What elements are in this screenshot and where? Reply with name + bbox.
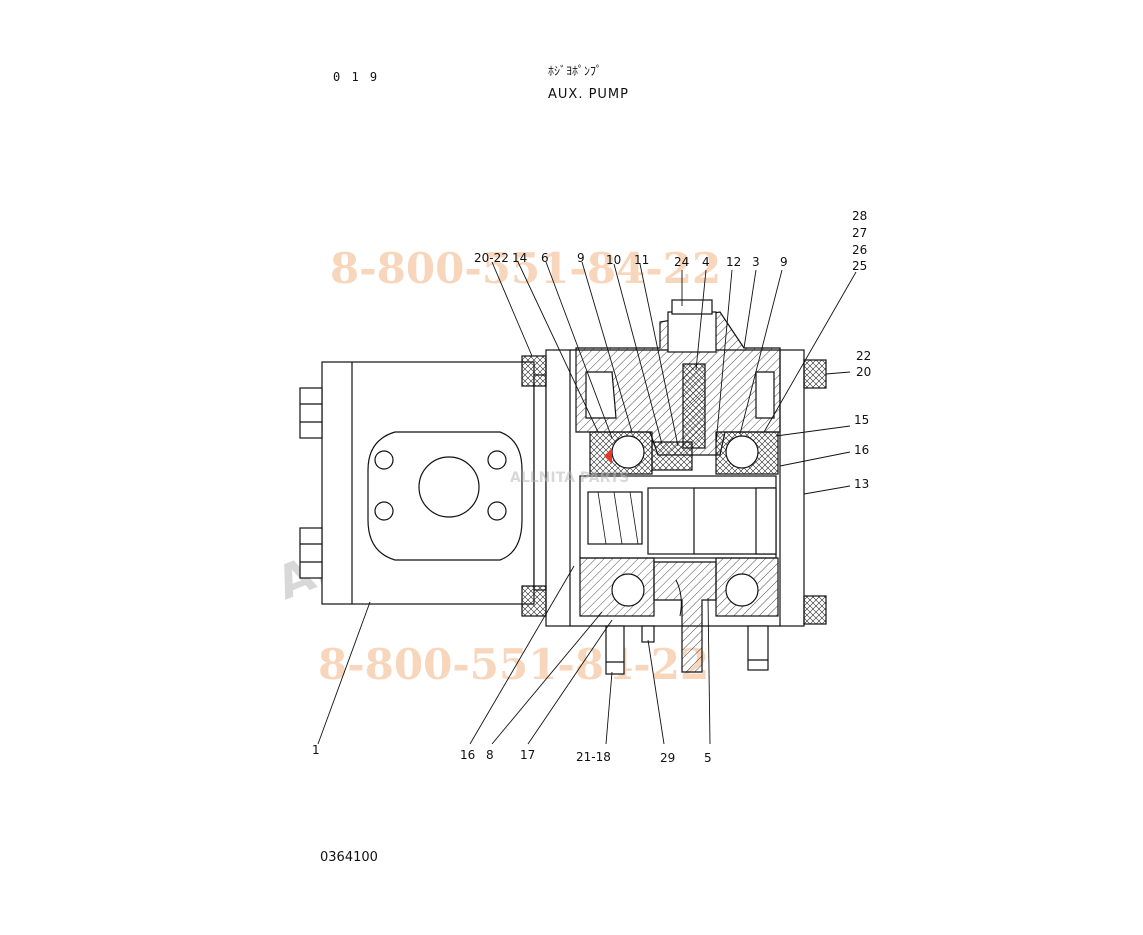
callout-25: 25 [852, 259, 867, 273]
callout-13: 13 [854, 477, 869, 491]
callout-27: 27 [852, 226, 867, 240]
drawing-number: 0364100 [320, 850, 378, 865]
watermark-logo: ALLNITA PARTS [510, 448, 629, 486]
callout-9-right: 9 [780, 255, 788, 269]
callout-16-right: 16 [854, 443, 869, 457]
callout-11: 11 [634, 253, 649, 267]
motor-housing [299, 361, 547, 605]
callout-28: 28 [852, 209, 867, 223]
title-japanese: ﾎｼﾞﾖﾎﾟﾝﾌﾟ [548, 64, 603, 78]
bearings-bottom [579, 557, 779, 673]
callout-9-left: 9 [577, 251, 585, 265]
rotor-shaft [579, 475, 777, 559]
callout-29: 29 [660, 751, 675, 765]
callout-21-18: 21-18 [576, 750, 611, 764]
callout-1: 1 [312, 743, 320, 757]
callout-14: 14 [512, 251, 527, 265]
plates [521, 349, 827, 627]
bearings-top [589, 431, 779, 475]
callout-17: 17 [520, 748, 535, 762]
watermark-logo-text: ALLNITA PARTS [510, 470, 629, 486]
callout-6: 6 [541, 251, 549, 265]
callout-labels: 20-22 14 6 9 10 11 24 4 12 3 9 28 27 26 … [312, 209, 871, 765]
callout-20-22: 20-22 [474, 251, 509, 265]
callout-26: 26 [852, 243, 867, 257]
callout-5: 5 [704, 751, 712, 765]
callout-8: 8 [486, 748, 494, 762]
callout-24: 24 [674, 255, 689, 269]
leader-lines [317, 261, 857, 745]
title-english: AUX. PUMP [548, 87, 629, 102]
callout-16-bottom: 16 [460, 748, 475, 762]
callout-15: 15 [854, 413, 869, 427]
watermark-phone-top: 8-800-551-84-22 [330, 244, 721, 293]
page-code: 0 1 9 [333, 70, 380, 84]
callout-12: 12 [726, 255, 741, 269]
callout-10: 10 [606, 253, 621, 267]
callout-20: 20 [856, 365, 871, 379]
callout-3: 3 [752, 255, 760, 269]
callout-4: 4 [702, 255, 710, 269]
watermark-phone-bottom: 8-800-551-84-22 [318, 640, 709, 689]
pump-body [575, 299, 781, 456]
callout-22: 22 [856, 349, 871, 363]
